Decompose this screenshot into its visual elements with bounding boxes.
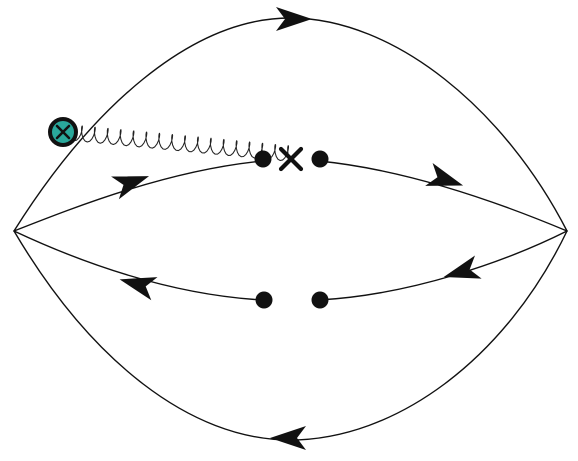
inner-upper-propagator-left — [13, 160, 264, 232]
cross-icon — [278, 146, 304, 172]
arrow-icon — [276, 7, 312, 31]
dot-icon — [311, 291, 329, 309]
vertex-cross-line — [55, 124, 71, 140]
dot-icon — [254, 150, 272, 168]
arrow-icon — [111, 176, 150, 200]
arrow-icon — [270, 426, 306, 450]
inner-upper-propagator-right — [318, 160, 568, 232]
dot-icon — [311, 150, 329, 168]
dot-icon — [255, 291, 273, 309]
inner-lower-propagator-left — [13, 230, 264, 301]
arrow-icon — [443, 255, 482, 279]
outer-lower-propagator — [13, 230, 568, 441]
arrow-icon — [119, 277, 158, 301]
arrow-icon — [425, 163, 464, 186]
inner-lower-propagator-right — [318, 230, 568, 301]
